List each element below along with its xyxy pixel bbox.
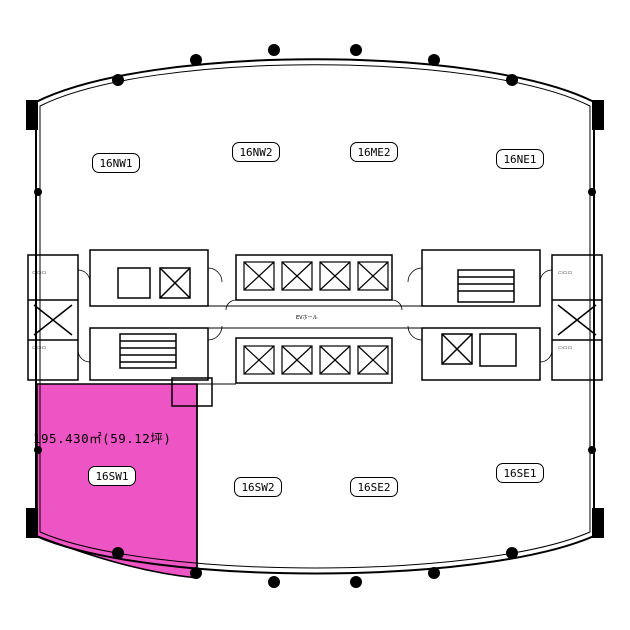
perimeter-columns xyxy=(34,44,596,588)
unit-label-ne2[interactable]: 16ME2 xyxy=(350,142,398,162)
corner-pier xyxy=(26,508,38,538)
door-swings xyxy=(77,267,553,363)
corner-pier xyxy=(26,100,38,130)
unit-label-se1[interactable]: 16SE1 xyxy=(496,463,544,483)
unit-label-ne1[interactable]: 16NE1 xyxy=(496,149,544,169)
corner-pier xyxy=(592,100,604,130)
elevator-cars xyxy=(243,261,389,375)
corner-pier xyxy=(592,508,604,538)
unit-label-sw1[interactable]: 16SW1 xyxy=(88,466,136,486)
unit-label-nw1[interactable]: 16NW1 xyxy=(92,153,140,173)
core-walls xyxy=(27,249,603,407)
unit-label-se2[interactable]: 16SE2 xyxy=(350,477,398,497)
unit-label-sw2[interactable]: 16SW2 xyxy=(234,477,282,497)
unit-label-nw2[interactable]: 16NW2 xyxy=(232,142,280,162)
ev-hall-label: EVホール xyxy=(296,315,318,321)
highlight-area-label: 195.430㎡(59.12坪) xyxy=(33,431,172,446)
building-outline-inner xyxy=(39,64,591,569)
